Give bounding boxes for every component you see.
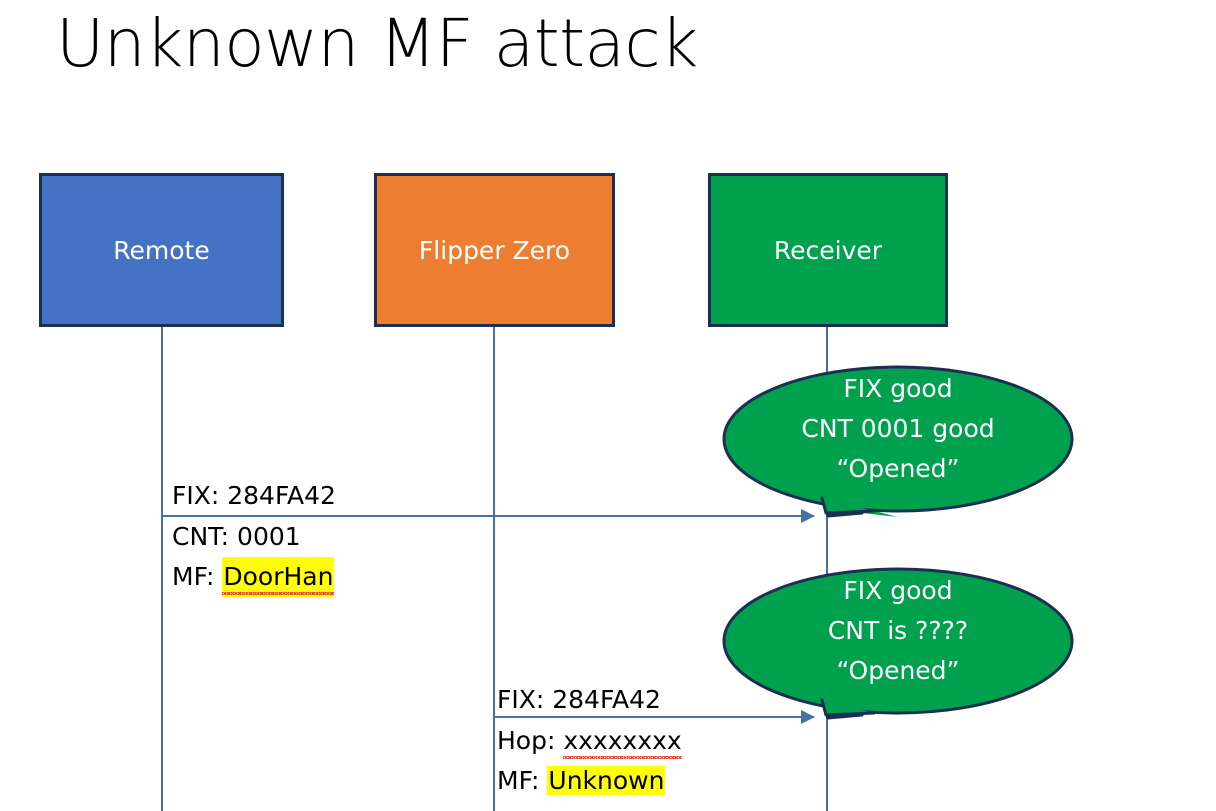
actor-label-flipper: Flipper Zero <box>418 235 571 265</box>
actor-label-receiver: Receiver <box>773 235 883 265</box>
message-2-hop-line: Hop: xxxxxxxx <box>497 721 683 761</box>
actor-box-remote[interactable]: Remote <box>39 173 284 327</box>
actor-box-receiver[interactable]: Receiver <box>708 173 948 327</box>
message-2-mf-line: MF: Unknown <box>497 761 682 801</box>
message-2-label-above: FIX: 284FA42 <box>497 680 661 720</box>
page-title: Unknown MF attack <box>56 5 698 82</box>
message-2-fix-text: FIX: 284FA42 <box>497 685 661 714</box>
message-2-mf-prefix: MF: <box>497 766 548 795</box>
message-1-fix-text: FIX: 284FA42 <box>172 481 336 510</box>
speech-bubble-receiver-first[interactable]: FIX good CNT 0001 good “Opened” <box>722 361 1074 519</box>
message-1-label-below: CNT: 0001 MF: DoorHan <box>172 517 335 597</box>
message-2-label-below: Hop: xxxxxxxx MF: Unknown <box>497 721 683 801</box>
message-2-hop-prefix: Hop: <box>497 726 564 755</box>
message-1-mf-prefix: MF: <box>172 562 223 591</box>
message-1-mf-line: MF: DoorHan <box>172 557 335 597</box>
lifeline-remote <box>161 327 163 811</box>
message-1-mf-value: DoorHan <box>222 557 335 597</box>
actor-label-remote: Remote <box>113 235 210 265</box>
lifeline-flipper <box>493 327 495 811</box>
speech-bubble-shape-2 <box>722 567 1074 720</box>
message-2-mf-value: Unknown <box>547 766 666 795</box>
message-2-hop-value: xxxxxxxx <box>563 721 683 761</box>
speech-bubble-shape-1 <box>722 365 1074 518</box>
message-1-label-above: FIX: 284FA42 <box>172 476 336 516</box>
message-arrow-remote-to-receiver[interactable] <box>162 509 815 523</box>
actor-box-flipper[interactable]: Flipper Zero <box>374 173 615 327</box>
message-1-cnt-line: CNT: 0001 <box>172 517 334 557</box>
message-1-cnt-text: CNT: 0001 <box>172 522 301 551</box>
speech-bubble-receiver-second[interactable]: FIX good CNT is ???? “Opened” <box>722 563 1074 721</box>
message-arrow-flipper-to-receiver[interactable] <box>494 710 815 724</box>
lifeline-receiver <box>826 327 828 811</box>
